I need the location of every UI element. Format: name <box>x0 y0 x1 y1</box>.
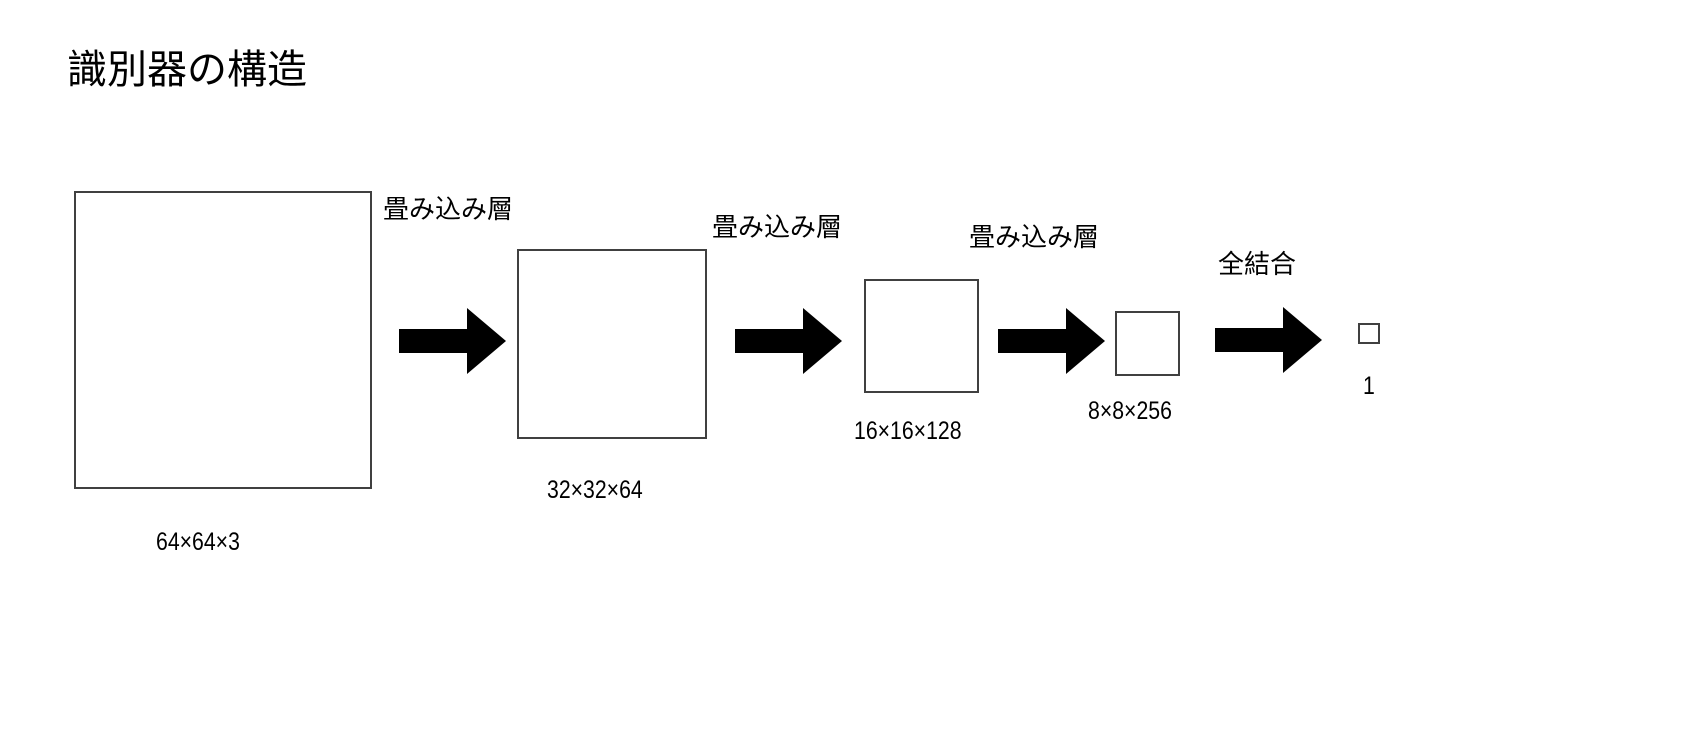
right-arrow-icon <box>998 308 1105 374</box>
diagram-title: 識別器の構造 <box>67 47 307 93</box>
operation-label-conv2: 畳み込み層 <box>712 213 843 243</box>
operation-label-conv3: 畳み込み層 <box>969 223 1100 253</box>
layer-box-output <box>1358 323 1380 344</box>
layer-dims-input: 64×64×3 <box>156 528 240 556</box>
operation-label-conv1: 畳み込み層 <box>383 195 514 225</box>
operation-label-fc: 全結合 <box>1218 250 1297 280</box>
layer-dims-conv3: 8×8×256 <box>1088 397 1172 425</box>
layer-box-conv1 <box>517 249 707 439</box>
layer-dims-conv1: 32×32×64 <box>547 476 643 504</box>
right-arrow-icon <box>1215 307 1322 373</box>
layer-box-input <box>74 191 372 489</box>
layer-dims-conv2: 16×16×128 <box>854 417 962 445</box>
right-arrow-icon <box>399 308 506 374</box>
right-arrow-icon <box>735 308 842 374</box>
layer-dims-output: 1 <box>1363 372 1375 400</box>
layer-box-conv2 <box>864 279 979 393</box>
layer-box-conv3 <box>1115 311 1180 376</box>
